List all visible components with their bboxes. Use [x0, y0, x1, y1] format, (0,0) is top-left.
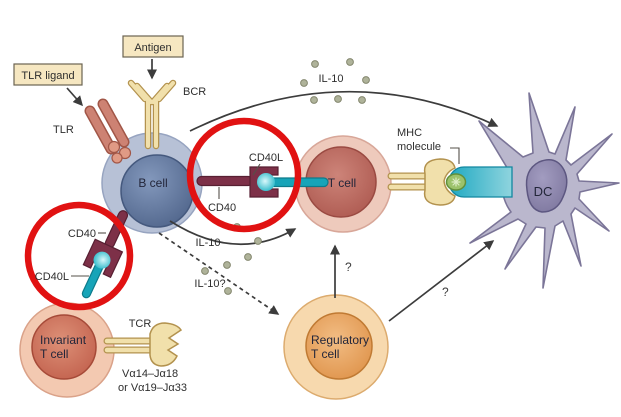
invariant-t-cell-label-line2: T cell [40, 347, 68, 361]
regulatory-t-cell-label-line2: T cell [311, 347, 339, 361]
il10-dots-upper [300, 58, 370, 104]
tcr-genes-line2: or Vα19–Jα33 [118, 382, 187, 394]
cd40-upper-label: CD40 [208, 202, 236, 214]
cd40-lower-label: CD40 [68, 228, 96, 240]
tlr-label: TLR [53, 124, 74, 136]
cd40l-head [93, 251, 111, 269]
bcr-label: BCR [183, 86, 206, 98]
il10-upper-label: IL-10 [318, 73, 343, 85]
question-reg-to-dc: ? [442, 285, 449, 299]
dc-label: DC [534, 184, 553, 199]
label-connectors [71, 147, 460, 277]
invariant-t-cell [19, 302, 115, 398]
invariant-t-cell-nucleus [31, 314, 97, 380]
dc-nucleus [525, 159, 568, 213]
tcr-fork [149, 322, 183, 367]
b-cell-label: B cell [138, 176, 167, 190]
tlr-ligand-arrow [66, 87, 83, 107]
mhc-label-line2: molecule [397, 141, 441, 153]
tcr-claw [423, 158, 456, 206]
b-cell-nucleus [120, 154, 194, 228]
tlr-ligand-label-box [13, 63, 83, 86]
tcr-genes-line1: Vα14–Jα18 [122, 368, 178, 380]
il10-arrow-b-to-t [169, 220, 297, 245]
antigen-label: Antigen [134, 42, 171, 54]
regulatory-t-cell [283, 294, 389, 400]
cd40l-lower-label: CD40L [35, 271, 69, 283]
cd40l-upper-label: CD40L [249, 152, 283, 164]
arrow-reg-to-dc [388, 240, 495, 322]
il10-question-label: IL-10? [194, 278, 225, 290]
il10-middle-label: IL-10 [195, 237, 220, 249]
bcr-receptor-icon [127, 79, 177, 150]
tlr-receptor-icon [84, 98, 132, 164]
cd40l-head [257, 173, 275, 191]
highlight-ring-lower [24, 201, 134, 311]
cd40-cd40l-lower [81, 210, 129, 299]
highlight-ring-upper [186, 117, 302, 233]
arrows [66, 59, 499, 322]
mhc-molecule-icon [445, 166, 513, 198]
tcr-label: TCR [129, 318, 152, 330]
tcr-t-cell-icon [387, 158, 456, 206]
t-cell-label: T cell [328, 176, 356, 190]
regulatory-t-cell-nucleus [305, 312, 373, 380]
il10-dashed-arrow-b-to-reg [158, 232, 280, 315]
invariant-t-cell-label-line1: Invariant [40, 333, 87, 347]
tlr-ligand-label: TLR ligand [21, 70, 74, 82]
t-cell [294, 135, 392, 233]
regulatory-t-cell-label-line1: Regulatory [311, 333, 369, 347]
tcr-invariant-icon [103, 322, 183, 367]
mhc-label-line1: MHC [397, 127, 422, 139]
antigen-label-box [122, 35, 184, 58]
cd40-rod [196, 175, 254, 187]
question-reg-to-t: ? [345, 260, 352, 274]
il10-arrow-b-to-dc [189, 90, 499, 132]
